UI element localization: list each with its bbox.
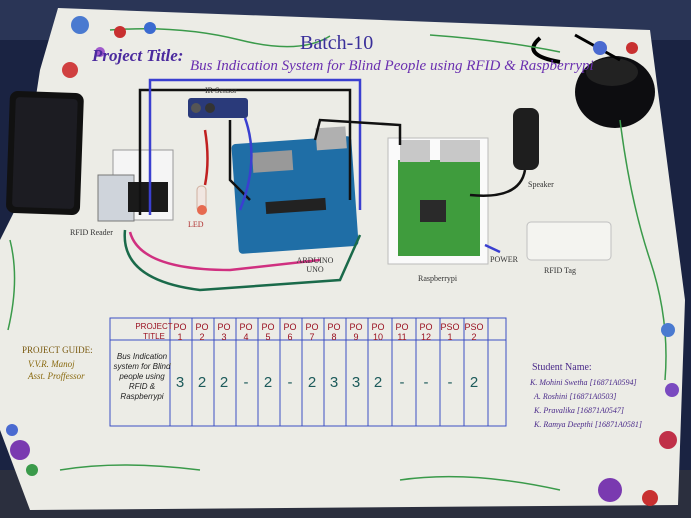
- table-col-header: PO 7: [305, 322, 319, 342]
- batch-label: Batch-10: [300, 32, 374, 54]
- raspberrypi-label: Raspberrypi: [418, 274, 458, 283]
- table-cell-value: 2: [307, 374, 317, 391]
- student-name: K. Ramya Deepthi [16871A0581]: [534, 420, 642, 429]
- table-cell-value: 2: [219, 374, 229, 391]
- guide-role: Asst. Proffessor: [28, 371, 85, 381]
- table-cell-value: 2: [373, 374, 383, 391]
- project-title-label: Project Title:: [92, 46, 184, 65]
- ir-sensor: [188, 98, 248, 118]
- table-row-label: Bus Indication system for Blind people u…: [113, 352, 171, 401]
- wires: [123, 78, 527, 292]
- table-cell-value: 2: [469, 374, 479, 391]
- rfid-tag-label: RFID Tag: [544, 266, 576, 275]
- table-col-header: PO 6: [283, 322, 297, 342]
- table-cell-value: 3: [329, 374, 339, 391]
- guide-name: V.V.R. Manoj: [28, 359, 75, 369]
- table-col-header: PO 11: [395, 322, 409, 342]
- rfid-reader-label: RFID Reader: [70, 228, 113, 237]
- table-col-header: PO 3: [217, 322, 231, 342]
- rfid-tag-card: [526, 221, 612, 261]
- table-cell-value: -: [243, 374, 249, 391]
- table-project-title-header: PROJECT TITLE: [135, 322, 173, 341]
- table-cell-value: 2: [197, 374, 207, 391]
- table-cell-value: -: [287, 374, 293, 391]
- table-col-header: PO 12: [419, 322, 433, 342]
- student-name: K. Mohini Swetha [16871A0594]: [530, 378, 637, 387]
- po-mapping-table: PROJECT TITLE Bus Indication system for …: [108, 318, 508, 428]
- table-col-header: PSO 2: [464, 322, 484, 342]
- student-name: K. Pravalika [16871A0547]: [534, 406, 624, 415]
- table-cell-value: 3: [175, 374, 185, 391]
- led-label: LED: [188, 220, 204, 229]
- table-cell-value: -: [399, 374, 405, 391]
- power-label: POWER: [490, 255, 518, 264]
- table-col-header: PO 1: [173, 322, 187, 342]
- table-col-header: PSO 1: [440, 322, 460, 342]
- table-col-header: PO 4: [239, 322, 253, 342]
- table-cell-value: 2: [263, 374, 273, 391]
- table-col-header: PO 5: [261, 322, 275, 342]
- border-flowers: [6, 16, 679, 506]
- ir-sensor-label: IR Sensor: [205, 86, 237, 95]
- student-name: A. Roshini [16871A0503]: [534, 392, 617, 401]
- students-heading: Student Name:: [532, 362, 592, 373]
- table-grid: [109, 317, 507, 427]
- table-col-header: PO 8: [327, 322, 341, 342]
- border-vines: [7, 28, 667, 491]
- guide-heading: PROJECT GUIDE:: [22, 345, 93, 355]
- project-title: Bus Indication System for Blind People u…: [190, 58, 594, 74]
- table-col-header: PO 9: [349, 322, 363, 342]
- speaker-photo: [513, 108, 539, 170]
- table-col-header: PO 2: [195, 322, 209, 342]
- arduino-label: ARDUINO UNO: [296, 256, 334, 274]
- table-col-header: PO 10: [371, 322, 385, 342]
- table-cell-value: 3: [351, 374, 361, 391]
- table-cell-value: -: [447, 374, 453, 391]
- speaker-label: Speaker: [528, 180, 554, 189]
- table-cell-value: -: [423, 374, 429, 391]
